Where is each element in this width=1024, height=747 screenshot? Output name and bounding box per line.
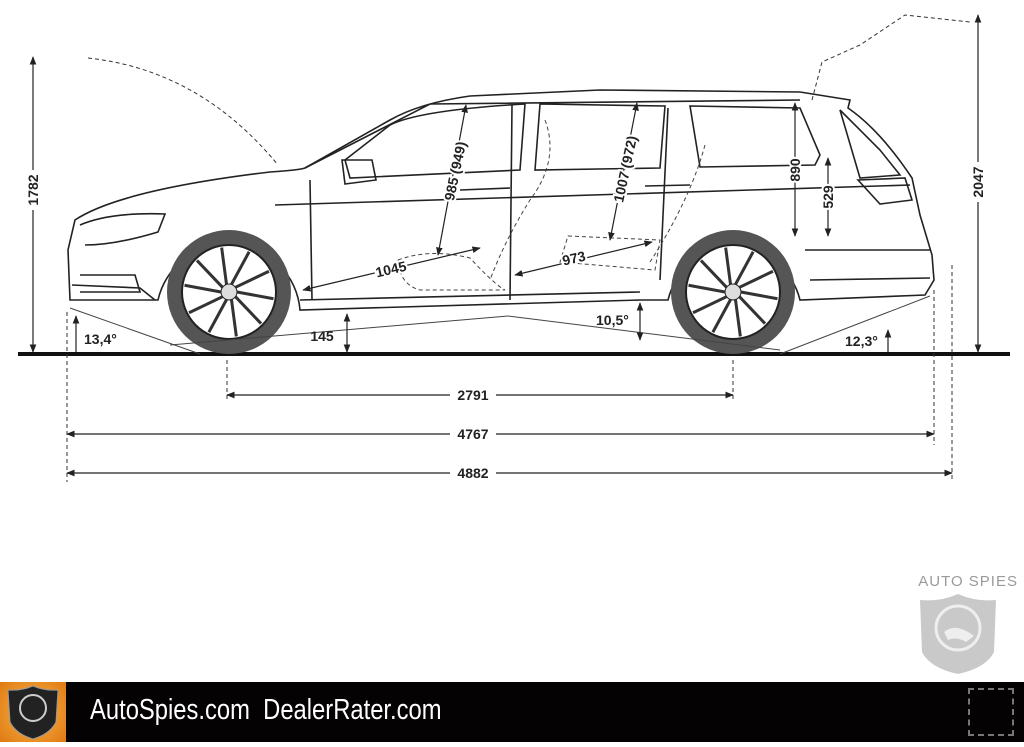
interior-outlines xyxy=(397,119,706,291)
wheel-spoke xyxy=(724,247,733,285)
wheel-spoke xyxy=(711,298,732,333)
rear-legroom-dim-line xyxy=(514,240,653,277)
front-headroom-label: 985 (949) xyxy=(441,140,469,202)
departure-angle-label: 12,3° xyxy=(845,333,878,349)
height-open-label: 2047 xyxy=(970,166,986,197)
wheel-spoke xyxy=(740,290,778,301)
front-wheel xyxy=(167,230,291,354)
length-total-label: 4882 xyxy=(457,465,488,481)
approach-angle-label: 13,4° xyxy=(84,331,117,347)
footer-banner: AutoSpies.com DealerRater.com xyxy=(0,682,1024,742)
wheel-spoke xyxy=(234,269,270,289)
wheel-spoke xyxy=(692,295,728,315)
wheel-spoke xyxy=(188,295,224,315)
watermark-text: AUTO SPIES xyxy=(918,573,1018,590)
rear-legroom-label: 973 xyxy=(561,248,588,269)
wheel-spoke xyxy=(733,299,742,337)
corner-frame-icon xyxy=(968,688,1014,736)
rear-headroom-dim-line xyxy=(608,102,639,241)
ramp-angle-label: 10,5° xyxy=(596,312,629,328)
wheelbase-label: 2791 xyxy=(457,387,488,403)
rear-wheel xyxy=(671,230,795,354)
wheel-spoke xyxy=(184,283,222,294)
autospies-shield-icon xyxy=(0,682,66,742)
extension-lines xyxy=(66,265,953,482)
banner-text[interactable]: AutoSpies.com DealerRater.com xyxy=(90,694,442,726)
watermark-shield-logo xyxy=(920,594,996,674)
wheel-spoke xyxy=(195,259,224,289)
length-label: 4767 xyxy=(457,426,488,442)
car-body xyxy=(67,89,935,311)
wheel-spoke xyxy=(734,251,755,286)
angle-lines xyxy=(69,295,931,355)
tailgate-open-arc xyxy=(811,14,971,101)
sill-height-label: 529 xyxy=(820,185,836,209)
clearance-label: 145 xyxy=(310,328,334,344)
front-headroom-dim-line xyxy=(436,104,468,256)
wheel-spoke xyxy=(688,283,726,294)
boot-height-label: 890 xyxy=(787,158,803,182)
wheel-spoke xyxy=(738,269,774,289)
front-legroom-dim-line xyxy=(302,246,481,292)
wheel-spoke xyxy=(699,259,728,289)
height-label: 1782 xyxy=(25,174,41,205)
wheel-spoke xyxy=(207,298,228,333)
wheel-spoke xyxy=(236,290,274,301)
wheel-spoke xyxy=(220,247,229,285)
wheel-spoke xyxy=(229,299,238,337)
wheel-spoke xyxy=(230,251,251,286)
wheel-spoke xyxy=(738,295,767,325)
wheel-spoke xyxy=(234,295,263,325)
hood-open-arc xyxy=(87,57,279,166)
